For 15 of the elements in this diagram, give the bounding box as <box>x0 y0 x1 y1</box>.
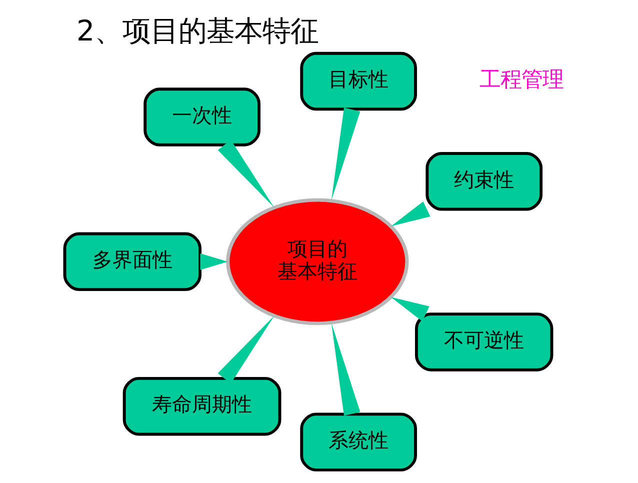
node-box: 目标性 <box>300 52 416 111</box>
label: 工程管理 <box>478 68 563 93</box>
diagram-title: 2、项目的基本特征 <box>76 14 318 48</box>
connector <box>330 108 360 200</box>
node-box: 一次性 <box>143 88 260 146</box>
connector <box>390 202 430 226</box>
node-box: 多界面性 <box>62 232 201 292</box>
node-ellipse: 项目的基本特征 <box>226 198 408 326</box>
connector <box>200 253 228 270</box>
node-box: 系统性 <box>300 412 416 472</box>
connector <box>330 322 360 416</box>
connector <box>390 297 429 322</box>
node-box: 约束性 <box>425 152 542 211</box>
node-box: 不可逆性 <box>414 312 553 372</box>
node-box: 寿命周期性 <box>122 376 281 436</box>
